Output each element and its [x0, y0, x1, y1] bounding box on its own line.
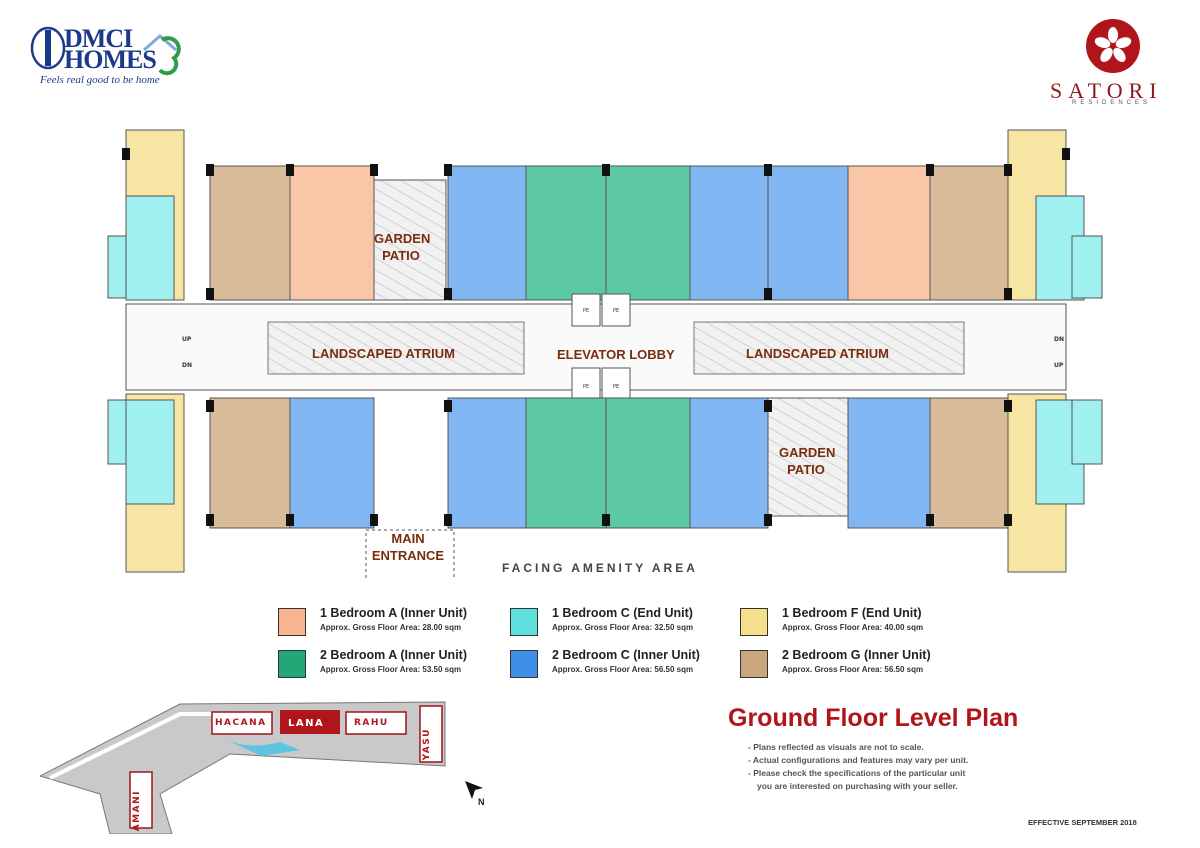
legend-swatch-2br-g — [740, 650, 768, 678]
legend-swatch-1br-a — [278, 608, 306, 636]
stair-up-label-right: UP — [1054, 362, 1064, 369]
floor-plan — [107, 129, 1103, 578]
elevators — [571, 293, 631, 401]
note-line: you are interested on purchasing with yo… — [757, 781, 958, 791]
stair-up-label-left: UP — [182, 336, 192, 343]
elevator-tag-2: PE — [613, 308, 620, 314]
main-entrance-label: MAIN ENTRANCE — [371, 531, 445, 563]
elevator-tag-3: PE — [583, 384, 590, 390]
north-label: N — [478, 797, 485, 807]
legend-swatch-2br-c — [510, 650, 538, 678]
landscaped-atrium-right-label: LANDSCAPED ATRIUM — [746, 346, 889, 361]
plan-notes: - Plans reflected as visuals are not to … — [748, 741, 968, 793]
landscaped-atrium-left-label: LANDSCAPED ATRIUM — [312, 346, 455, 361]
keyplan-yasu: YASU — [422, 728, 432, 761]
garden-patio-top-label: GARDEN PATIO — [374, 231, 431, 263]
legend-swatch-1br-f — [740, 608, 768, 636]
satori-flower-logo — [1086, 19, 1140, 73]
legend-item: 2 Bedroom G (Inner Unit) Approx. Gross F… — [740, 648, 970, 680]
unit-legend: 1 Bedroom A (Inner Unit) Approx. Gross F… — [278, 606, 998, 678]
satori-subtitle: RESIDENCES — [1072, 100, 1152, 106]
keyplan-lana: LANA — [288, 718, 325, 729]
structural-columns — [122, 148, 1070, 526]
garden-patio-bottom-label: GARDEN PATIO — [779, 445, 836, 477]
legend-item: 1 Bedroom C (End Unit) Approx. Gross Flo… — [510, 606, 740, 638]
facing-amenity-label: FACING AMENITY AREA — [502, 561, 698, 575]
dmci-logo — [30, 26, 181, 76]
note-line: - Plans reflected as visuals are not to … — [748, 742, 924, 752]
elevator-tag-1: PE — [583, 308, 590, 314]
elevator-lobby-label: ELEVATOR LOBBY — [557, 347, 675, 362]
legend-item: 2 Bedroom C (Inner Unit) Approx. Gross F… — [510, 648, 740, 680]
dmci-tagline: Feels real good to be home — [40, 74, 160, 86]
keyplan-rahu: RAHU — [354, 718, 389, 728]
atrium-right-paving — [693, 321, 965, 375]
top-row-units — [107, 129, 1103, 301]
legend-item: 1 Bedroom A (Inner Unit) Approx. Gross F… — [278, 606, 508, 638]
plan-title: Ground Floor Level Plan — [728, 704, 1019, 732]
satori-wordmark: SATORI — [1050, 78, 1163, 103]
legend-item: 2 Bedroom A (Inner Unit) Approx. Gross F… — [278, 648, 508, 680]
keyplan-amani: AMANI — [132, 790, 142, 832]
legend-swatch-1br-c — [510, 608, 538, 636]
dmci-wordmark: DMCI HOMES — [64, 24, 157, 74]
stair-dn-label-right: DN — [1054, 336, 1065, 343]
legend-item: 1 Bedroom F (End Unit) Approx. Gross Flo… — [740, 606, 970, 638]
atrium-left-paving — [267, 321, 525, 375]
key-plan-map — [40, 701, 446, 834]
legend-swatch-2br-a — [278, 650, 306, 678]
effective-date: EFFECTIVE SEPTEMBER 2018 — [1028, 818, 1137, 827]
entrance-canopy — [365, 529, 455, 578]
keyplan-hacana: HACANA — [215, 718, 267, 728]
bottom-row-units — [107, 393, 1103, 573]
north-arrow-icon — [465, 781, 483, 799]
stair-dn-label-left: DN — [182, 362, 193, 369]
note-line: - Please check the specifications of the… — [748, 768, 966, 778]
elevator-tag-4: PE — [613, 384, 620, 390]
note-line: - Actual configurations and features may… — [748, 755, 969, 765]
